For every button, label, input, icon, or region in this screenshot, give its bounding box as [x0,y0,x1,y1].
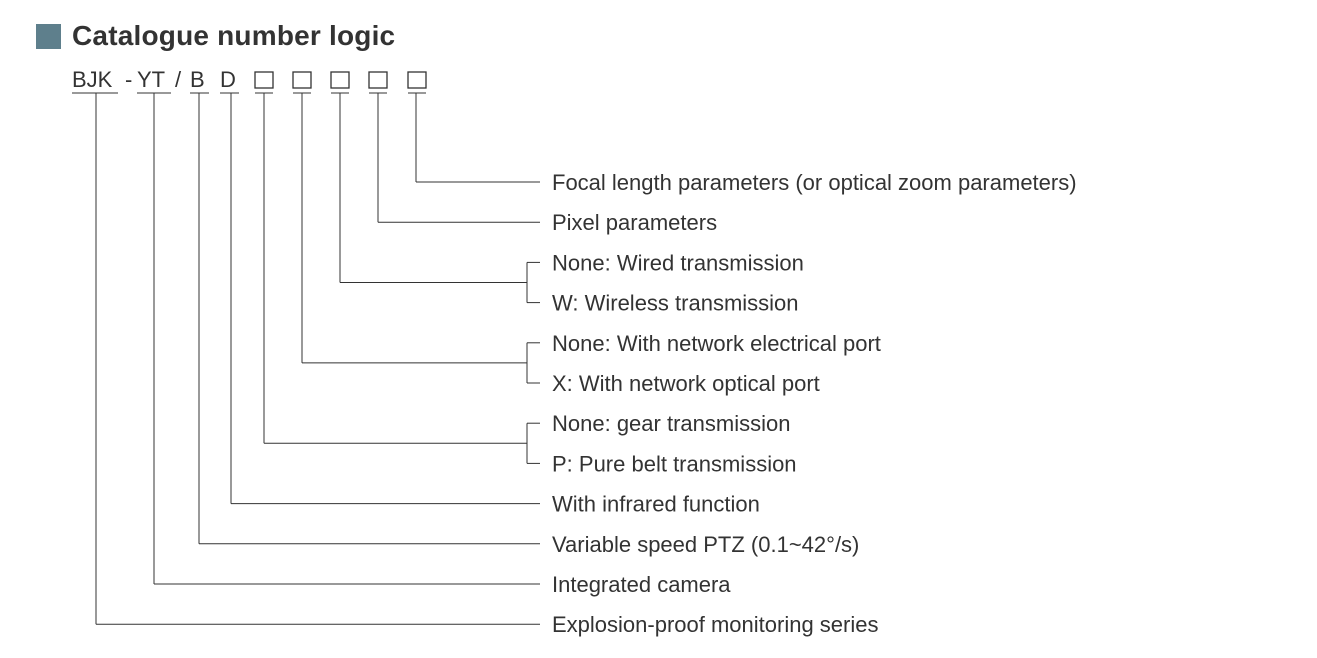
code-segment: B [190,67,205,92]
placeholder-box-5 [407,71,427,89]
option-label: None: With network electrical port [552,331,881,356]
option-label: None: Wired transmission [552,250,804,275]
code-separator: - [125,67,132,92]
option-label: X: With network optical port [552,371,820,396]
option-label: None: gear transmission [552,411,790,436]
option-label: W: Wireless transmission [552,291,799,316]
placeholder-box-2 [292,71,312,89]
placeholder-box-1 [254,71,274,89]
placeholder-box-4 [368,71,388,89]
section-heading: Catalogue number logic [36,18,395,54]
placeholder-box-3 [330,71,350,89]
code-segment: BJK [72,67,113,92]
option-label: Integrated camera [552,572,731,597]
page-title: Catalogue number logic [72,20,396,51]
square-marker-icon [36,23,61,49]
option-label: P: Pure belt transmission [552,451,797,476]
code-separator: / [175,67,182,92]
code-segment: YT [137,67,165,92]
code-segment: D [220,67,236,92]
option-label: With infrared function [552,492,760,517]
option-label: Variable speed PTZ (0.1~42°/s) [552,532,859,557]
option-label: Explosion-proof monitoring series [552,612,879,637]
option-label: Focal length parameters (or optical zoom… [552,170,1077,195]
option-label: Pixel parameters [552,210,717,235]
